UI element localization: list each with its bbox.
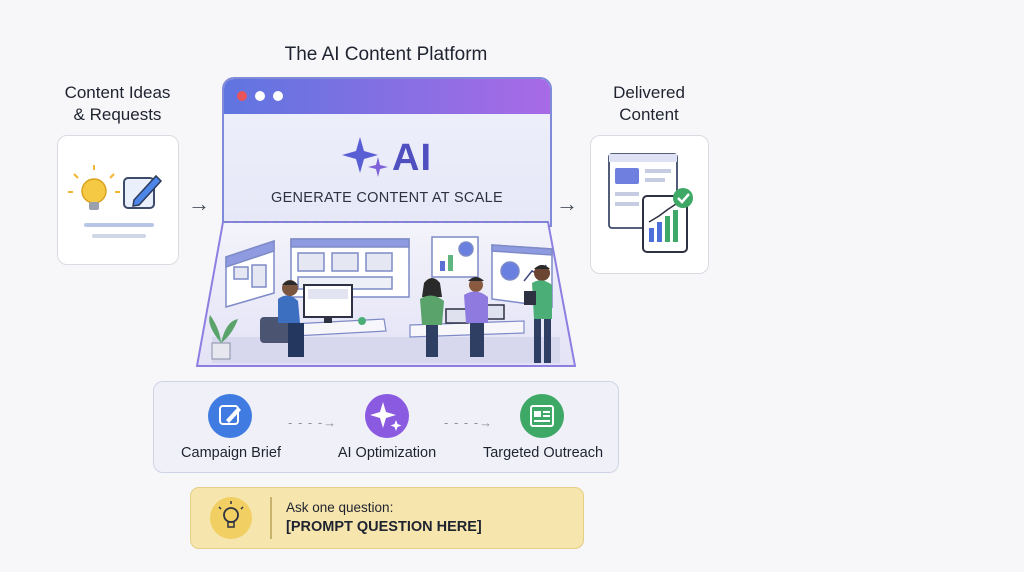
window-titlebar [224, 79, 550, 114]
input-title-line1: Content Ideas [64, 83, 171, 102]
arrow-right-output-icon: → [556, 191, 578, 216]
output-title: Delivered Content [578, 82, 720, 126]
office-scene [196, 221, 576, 367]
input-card-graphic [68, 165, 163, 238]
diagram-title: The AI Content Platform [284, 44, 488, 65]
wall-chart-panel [431, 236, 479, 278]
workflow-step-2 [365, 394, 409, 438]
prompt-box: Ask one question: [PROMPT QUESTION HERE] [190, 487, 584, 549]
step-label-3: Targeted Outreach [482, 445, 604, 461]
workflow-step-1 [208, 394, 252, 438]
lightbulb-icon [218, 501, 244, 528]
person-at-desk [260, 280, 304, 357]
person-standing-tablet [524, 265, 552, 363]
edit-cursor-icon [208, 394, 252, 438]
checkmark-icon [673, 188, 693, 208]
output-title-line2: Content [619, 105, 679, 124]
input-title-line2: & Requests [73, 105, 162, 124]
sparkle-icon [365, 394, 409, 438]
newsletter-icon [520, 394, 564, 438]
lightbulb-icon [68, 165, 120, 210]
window-max-dot [273, 91, 283, 101]
prompt-divider [270, 497, 272, 539]
arrow-right-icon: → [188, 191, 210, 216]
plant-icon [209, 315, 238, 360]
wall-panel-left [225, 239, 275, 308]
pencil-edit-icon [123, 174, 163, 209]
workflow-steps: Campaign Brief - - - -→ AI Optimization … [153, 381, 619, 473]
step-label-1: Campaign Brief [181, 445, 281, 461]
person-seated-green [420, 278, 444, 357]
input-title: Content Ideas & Requests [50, 82, 185, 126]
prompt-label: Ask one question: [286, 500, 394, 515]
tablet-chart-icon [642, 195, 688, 253]
person-seated-purple [464, 277, 488, 357]
platform-tagline: GENERATE CONTENT AT SCALE [270, 190, 504, 206]
prompt-icon-circle [210, 497, 252, 539]
output-title-line1: Delivered [613, 83, 685, 102]
dashed-arrow-icon: - - - -→ [444, 415, 494, 430]
dashed-arrow-icon: - - - -→ [288, 415, 338, 430]
workflow-step-3 [520, 394, 564, 438]
output-card [590, 135, 709, 274]
step-label-2: AI Optimization [337, 445, 437, 461]
ai-label: AI [392, 137, 432, 179]
prompt-question: [PROMPT QUESTION HERE] [286, 519, 482, 535]
platform-window: AI GENERATE CONTENT AT SCALE [222, 77, 552, 227]
window-min-dot [255, 91, 265, 101]
sparkle-icon [342, 137, 388, 177]
desk-right [409, 304, 525, 338]
window-close-dot [237, 91, 247, 101]
input-card [57, 135, 179, 265]
